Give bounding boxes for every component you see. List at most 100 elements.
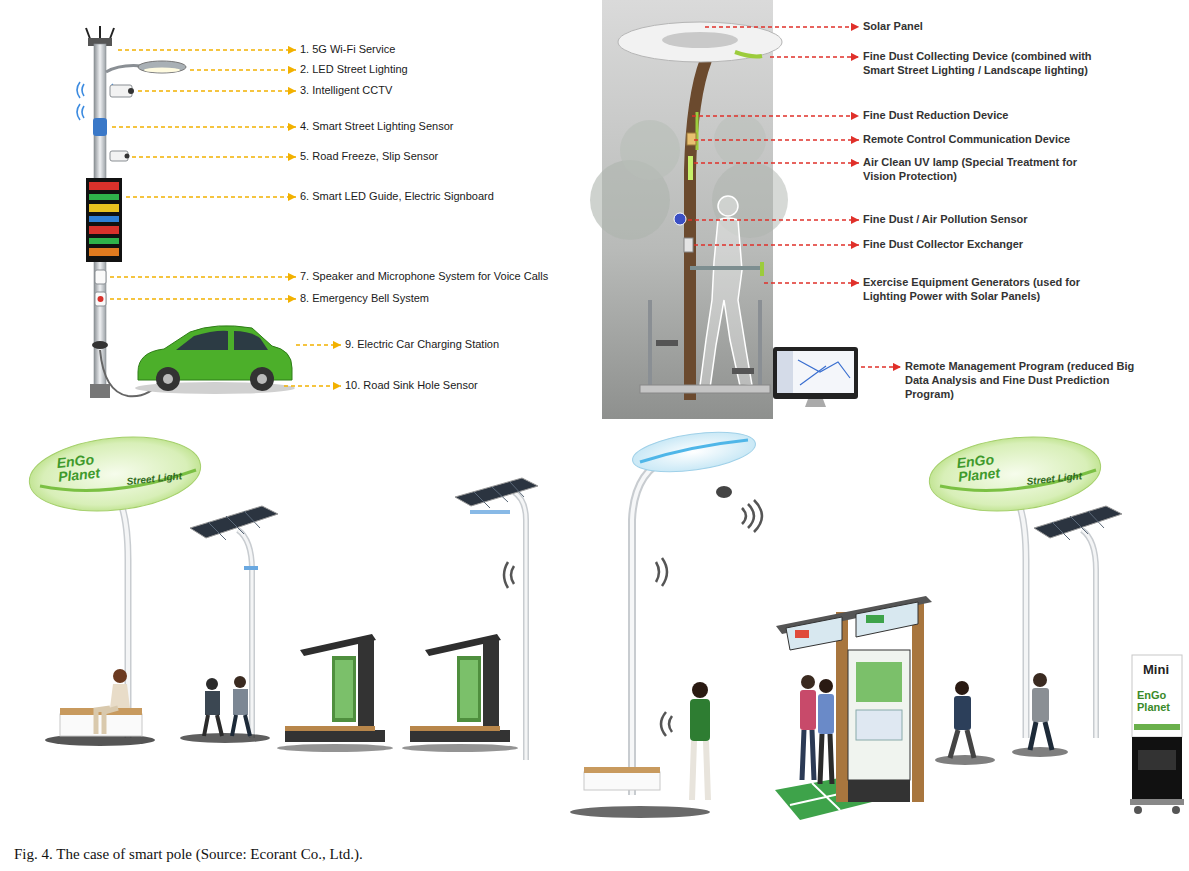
street-scene bbox=[856, 662, 902, 702]
leader-line bbox=[296, 344, 341, 346]
component-label: Remote Control Communication Device bbox=[863, 133, 1070, 147]
smart-pole-figure bbox=[250, 367, 274, 391]
street-scene bbox=[1134, 724, 1180, 730]
leader-line bbox=[132, 156, 296, 158]
component-label: Remote Management Program (reduced Big D… bbox=[905, 360, 1137, 401]
smart-pole-figure bbox=[89, 226, 119, 234]
smart-pole-figure bbox=[77, 104, 84, 120]
street-scene bbox=[96, 708, 118, 734]
street-scene bbox=[180, 733, 270, 743]
fine-dust-pole-figure bbox=[590, 0, 858, 419]
street-scene bbox=[232, 715, 250, 736]
street-scene bbox=[1132, 737, 1182, 799]
fine-dust-pole-figure bbox=[777, 351, 793, 393]
leader-line bbox=[861, 366, 901, 368]
street-scene bbox=[848, 650, 910, 780]
smart-pole-figure bbox=[156, 367, 180, 391]
street-scene bbox=[1033, 673, 1047, 687]
street-scene bbox=[335, 660, 353, 718]
smart-pole-figure bbox=[257, 374, 267, 384]
fine-dust-pole-figure bbox=[620, 120, 680, 180]
street-scene bbox=[234, 676, 246, 688]
street-scene bbox=[661, 712, 672, 736]
sign-text: EnGo Planet bbox=[56, 451, 111, 484]
smart-pole-figure bbox=[144, 68, 180, 73]
smart-pole-figure bbox=[77, 26, 295, 398]
figure-caption: Fig. 4. The case of smart pole (Source: … bbox=[14, 846, 363, 863]
street-scene bbox=[1082, 530, 1096, 738]
street-scene bbox=[819, 679, 833, 693]
street-scene bbox=[205, 691, 220, 715]
fine-dust-pole-figure bbox=[735, 52, 762, 57]
street-scene bbox=[332, 656, 356, 722]
street-scene bbox=[800, 690, 816, 730]
smart-pole-figure bbox=[95, 292, 106, 306]
street-scene bbox=[935, 755, 995, 765]
street-scene bbox=[656, 558, 667, 586]
leader-line bbox=[692, 115, 859, 117]
street-scene bbox=[866, 615, 884, 623]
sign-text: EnGo Planet bbox=[1137, 690, 1179, 713]
smart-pole-figure bbox=[138, 61, 186, 73]
leader-line bbox=[138, 90, 296, 92]
street-scene bbox=[950, 730, 974, 758]
street-scene bbox=[1130, 799, 1184, 805]
street-scene bbox=[233, 689, 248, 715]
street-scene bbox=[402, 634, 518, 752]
street-scene bbox=[514, 492, 526, 760]
street-scene bbox=[1034, 506, 1122, 538]
street-scene bbox=[244, 566, 258, 570]
callout-label: 4. Smart Street Lighting Sensor bbox=[300, 120, 453, 134]
street-scene bbox=[802, 730, 814, 780]
callout-label: 7. Speaker and Microphone System for Voi… bbox=[300, 270, 548, 284]
street-scene bbox=[1030, 722, 1052, 750]
leader-line bbox=[110, 276, 296, 278]
street-scene bbox=[954, 696, 971, 730]
smart-pole-figure bbox=[89, 182, 119, 190]
street-scene bbox=[1032, 688, 1049, 722]
street-scene bbox=[277, 744, 393, 752]
leader-line bbox=[694, 139, 859, 141]
street-scene bbox=[584, 772, 660, 790]
street-scene bbox=[410, 730, 510, 742]
street-scene bbox=[801, 675, 815, 689]
street-scene bbox=[504, 562, 514, 588]
fine-dust-pole-figure bbox=[805, 399, 826, 407]
smart-pole-figure bbox=[106, 66, 142, 72]
fine-dust-pole-figure bbox=[684, 238, 693, 252]
leader-line bbox=[694, 162, 859, 164]
street-scene bbox=[277, 634, 393, 752]
street-scene bbox=[358, 640, 374, 732]
component-label: Fine Dust / Air Pollution Sensor bbox=[863, 213, 1028, 227]
smart-pole-figure bbox=[93, 118, 107, 136]
street-scene bbox=[285, 726, 375, 731]
smart-pole-figure bbox=[86, 178, 122, 262]
street-scene bbox=[110, 684, 130, 708]
street-scene bbox=[912, 602, 924, 802]
callout-label: 5. Road Freeze, Slip Sensor bbox=[300, 150, 438, 164]
callout-label: 2. LED Street Lighting bbox=[300, 63, 408, 77]
street-scene bbox=[1010, 488, 1026, 738]
street-scene bbox=[285, 730, 385, 742]
street-scene bbox=[1012, 747, 1068, 757]
street-scene bbox=[632, 458, 668, 795]
leader-line bbox=[118, 49, 296, 51]
leader-line bbox=[190, 69, 296, 71]
street-scene bbox=[26, 429, 205, 519]
leader-line bbox=[112, 126, 296, 128]
sign-text: EnGo Planet bbox=[956, 451, 1011, 484]
street-scene bbox=[457, 656, 481, 722]
fine-dust-pole-figure bbox=[688, 156, 693, 180]
street-scene bbox=[1010, 488, 1026, 738]
street-scene bbox=[514, 492, 526, 760]
street-scene bbox=[474, 482, 524, 508]
street-scene bbox=[460, 660, 478, 718]
street-scene bbox=[483, 640, 499, 732]
leader-line bbox=[284, 385, 341, 387]
street-scene bbox=[60, 714, 142, 736]
fine-dust-pole-figure bbox=[656, 340, 678, 346]
callout-label: 8. Emergency Bell System bbox=[300, 292, 429, 306]
fine-dust-pole-figure bbox=[618, 22, 782, 62]
street-scene bbox=[856, 602, 918, 637]
callout-label: 9. Electric Car Charging Station bbox=[345, 338, 499, 352]
